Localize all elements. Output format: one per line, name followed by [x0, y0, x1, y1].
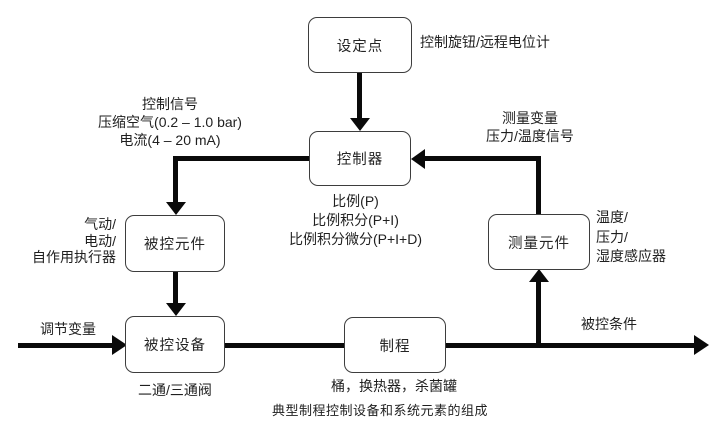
- sensor-box: 测量元件: [488, 214, 590, 270]
- measured-variable-line2: 压力/温度信号: [486, 128, 574, 144]
- line-branch-to-sensor: [536, 280, 541, 345]
- arrowhead-into-controller-top-icon: [350, 118, 370, 131]
- control-signal-line1: 控制信号: [142, 96, 198, 112]
- line-sensor-to-controller-horizontal: [424, 156, 541, 161]
- line-device-to-process: [225, 343, 344, 348]
- line-controller-out-horizontal: [173, 156, 309, 161]
- line-process-output: [446, 343, 695, 348]
- valve-types-label: 二通/三通阀: [138, 382, 212, 398]
- arrowhead-into-device-top-icon: [166, 303, 186, 316]
- setpoint-box: 设定点: [308, 17, 412, 73]
- sensor-type-line1: 温度/: [596, 209, 628, 225]
- actuator-types-label: 气动/ 电动/ 自作用执行器: [18, 216, 116, 266]
- control-mode-pid: 比例积分微分(P+I+D): [288, 231, 422, 247]
- measured-variable-label: 测量变量 压力/温度信号: [450, 109, 610, 145]
- control-modes-label: 比例(P) 比例积分(P+I) 比例积分微分(P+I+D): [268, 192, 443, 249]
- line-input-stream: [18, 343, 114, 348]
- actuator-type-line3: 自作用执行器: [32, 249, 116, 265]
- arrowhead-output-right-icon: [694, 335, 709, 355]
- control-signal-line3: 电流(4 – 20 mA): [119, 132, 221, 148]
- line-controller-out-vertical: [173, 156, 178, 203]
- sensor-types-label: 温度/ 压力/ 湿度感应器: [596, 208, 666, 267]
- control-signal-line2: 压缩空气(0.2 – 1.0 bar): [98, 114, 242, 130]
- control-signal-label: 控制信号 压缩空气(0.2 – 1.0 bar) 电流(4 – 20 mA): [75, 95, 265, 149]
- arrowhead-into-sensor-bottom-icon: [529, 269, 549, 282]
- sensor-type-line3: 湿度感应器: [596, 248, 666, 264]
- line-sensor-to-controller-vertical: [536, 156, 541, 214]
- manipulated-variable-label: 调节变量: [40, 321, 96, 337]
- line-actuator-to-device: [173, 272, 178, 304]
- process-examples-label: 桶，换热器，杀菌罐: [331, 378, 457, 394]
- arrowhead-into-actuator-top-icon: [166, 202, 186, 215]
- control-mode-p: 比例(P): [332, 193, 379, 209]
- process-box: 制程: [344, 317, 446, 373]
- setpoint-source-label: 控制旋钮/远程电位计: [420, 34, 550, 50]
- arrowhead-into-controller-right-icon: [411, 149, 425, 169]
- controller-box: 控制器: [309, 131, 411, 186]
- controlled-condition-label: 被控条件: [581, 316, 637, 332]
- line-setpoint-to-controller: [357, 73, 362, 119]
- actuator-type-line1: 气动/: [84, 216, 116, 232]
- actuator-box: 被控元件: [125, 215, 225, 272]
- sensor-type-line2: 压力/: [596, 228, 628, 245]
- arrowhead-into-device-left-icon: [112, 335, 127, 355]
- diagram-caption: 典型制程控制设备和系统元素的组成: [271, 403, 488, 418]
- measured-variable-line1: 测量变量: [502, 110, 558, 126]
- control-mode-pi: 比例积分(P+I): [312, 212, 399, 228]
- actuator-type-line2: 电动/: [84, 232, 116, 249]
- device-box: 被控设备: [125, 316, 225, 373]
